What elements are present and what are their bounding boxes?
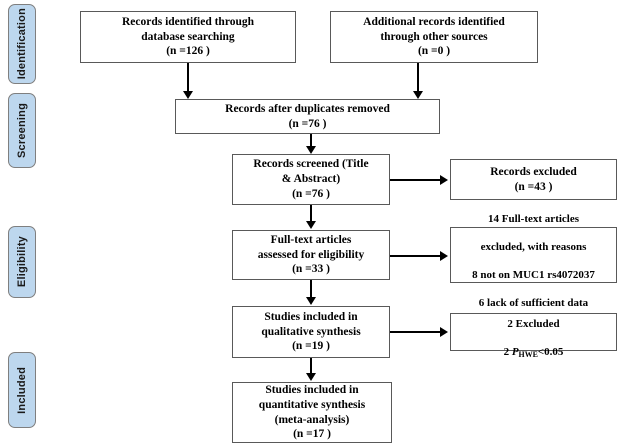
arrowhead-duplicates-to-screened bbox=[306, 146, 316, 154]
box-studies-included-qualitative-text: Studies included in qualitative synthesi… bbox=[261, 310, 361, 353]
arrowhead-qualitative-to-quantitative bbox=[306, 373, 316, 381]
stage-tab-eligibility-label: Eligibility bbox=[16, 236, 28, 288]
arrowhead-qualitative-to-hwe-excluded bbox=[440, 327, 448, 337]
connector-duplicates-to-screened bbox=[310, 134, 312, 146]
connector-identified-to-duplicates bbox=[187, 63, 189, 91]
box-records-excluded: Records excluded (n =43 ) bbox=[450, 159, 617, 200]
box-full-text-articles-assessed: Full-text articles assessed for eligibil… bbox=[232, 230, 390, 280]
hwe-p-symbol: P bbox=[511, 345, 519, 358]
box-records-identified-database-text: Records identified through database sear… bbox=[121, 15, 255, 58]
box-records-after-duplicates-removed-text: Records after duplicates removed (n =76 … bbox=[225, 102, 390, 130]
excluded-reason-line-2: excluded, with reasons bbox=[480, 241, 587, 254]
arrowhead-screened-to-fulltext bbox=[306, 221, 316, 229]
connector-fulltext-to-excluded bbox=[390, 255, 440, 257]
box-records-screened-text: Records screened (Title & Abstract) (n =… bbox=[253, 158, 369, 200]
excluded-reason-line-4: 6 lack of sufficient data bbox=[478, 296, 589, 309]
excluded-reason-line-3: 8 not on MUC1 rs4072037 bbox=[472, 268, 595, 281]
arrowhead-fulltext-to-excluded bbox=[440, 251, 448, 261]
box-full-text-articles-excluded: 14 Full-text articles excluded, with rea… bbox=[450, 213, 617, 309]
arrowhead-identified-to-duplicates bbox=[183, 91, 193, 99]
excluded-reason-line-1: 14 Full-text articles bbox=[487, 213, 580, 226]
hwe-prefix: 2 bbox=[503, 345, 512, 358]
connector-screened-to-excluded bbox=[390, 179, 440, 181]
hwe-subscript: HWE bbox=[518, 349, 538, 359]
hwe-excluded-line-1: 2 Excluded bbox=[507, 318, 560, 331]
box-full-text-articles-assessed-text: Full-text articles assessed for eligibil… bbox=[257, 233, 365, 276]
stage-tab-screening-label: Screening bbox=[16, 103, 28, 158]
stage-tab-included[interactable]: Included bbox=[8, 352, 36, 428]
stage-tab-identification-label: Identification bbox=[16, 8, 28, 80]
arrowhead-fulltext-to-qualitative bbox=[306, 297, 316, 305]
stage-tab-screening[interactable]: Screening bbox=[8, 93, 36, 168]
connector-qualitative-to-hwe-excluded bbox=[390, 331, 440, 333]
box-hwe-excluded: 2 Excluded 2 PHWE<0.05 bbox=[450, 313, 617, 359]
box-records-identified-database: Records identified through database sear… bbox=[80, 11, 296, 63]
hwe-threshold: <0.05 bbox=[537, 345, 564, 358]
box-records-excluded-text: Records excluded (n =43 ) bbox=[490, 165, 577, 193]
box-records-screened: Records screened (Title & Abstract) (n =… bbox=[232, 154, 390, 205]
box-studies-included-quantitative: Studies included in quantitative synthes… bbox=[232, 382, 392, 443]
box-records-after-duplicates-removed: Records after duplicates removed (n =76 … bbox=[175, 99, 440, 134]
stage-tab-eligibility[interactable]: Eligibility bbox=[8, 226, 36, 298]
box-full-text-articles-excluded-text: 14 Full-text articles excluded, with rea… bbox=[472, 200, 595, 311]
box-studies-included-qualitative: Studies included in qualitative synthesi… bbox=[232, 306, 390, 358]
box-additional-records-other-sources: Additional records identified through ot… bbox=[330, 11, 538, 63]
hwe-excluded-line-2: 2 PHWE<0.05 bbox=[503, 345, 564, 359]
stage-tab-identification[interactable]: Identification bbox=[8, 4, 36, 84]
arrowhead-additional-to-duplicates bbox=[413, 91, 423, 99]
connector-additional-to-duplicates bbox=[417, 63, 419, 91]
box-additional-records-other-sources-text: Additional records identified through ot… bbox=[363, 15, 505, 58]
box-studies-included-quantitative-text: Studies included in quantitative synthes… bbox=[258, 384, 366, 441]
box-hwe-excluded-text: 2 Excluded 2 PHWE<0.05 bbox=[504, 304, 564, 359]
connector-fulltext-to-qualitative bbox=[310, 280, 312, 297]
connector-qualitative-to-quantitative bbox=[310, 358, 312, 373]
connector-screened-to-fulltext bbox=[310, 205, 312, 221]
stage-tab-included-label: Included bbox=[16, 366, 28, 414]
arrowhead-screened-to-excluded bbox=[440, 175, 448, 185]
